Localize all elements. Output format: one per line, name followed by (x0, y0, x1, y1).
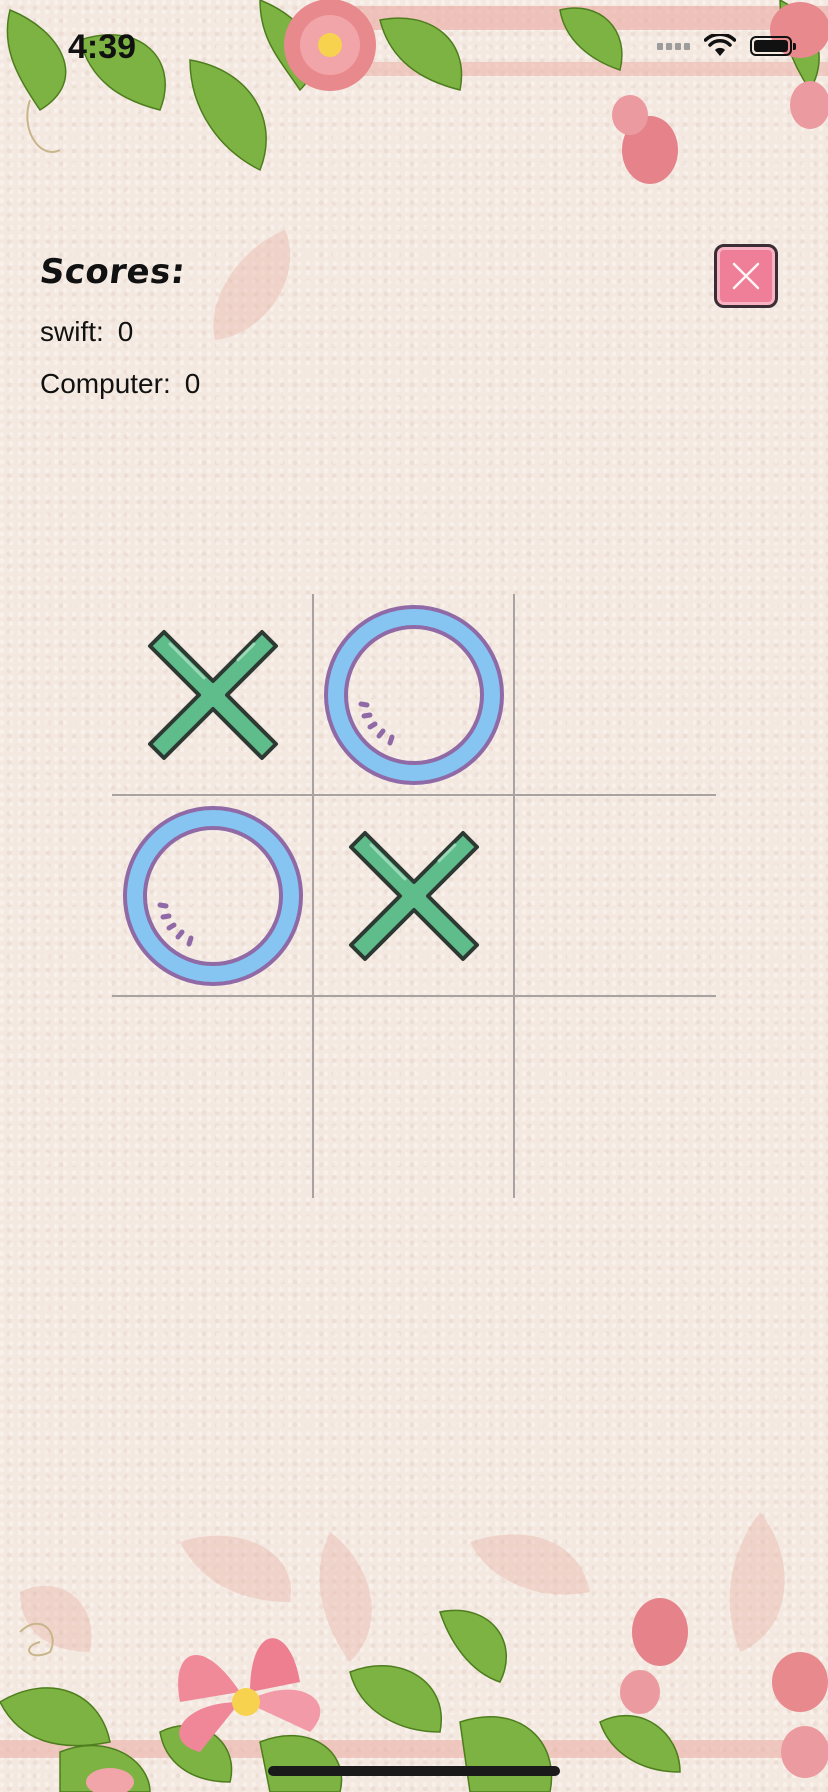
board-cell-1-2[interactable] (313, 594, 514, 795)
grid-line (112, 995, 716, 997)
grid-line (312, 594, 314, 1198)
o-mark-icon (323, 604, 505, 786)
board-cell-2-3[interactable] (514, 795, 715, 996)
board-cell-3-2[interactable] (313, 996, 514, 1197)
board-cell-3-1[interactable] (112, 996, 313, 1197)
battery-icon (750, 36, 796, 56)
x-mark-icon (142, 624, 284, 766)
board-cell-1-1[interactable] (112, 594, 313, 795)
grid-line (112, 794, 716, 796)
scores-title: Scores: (37, 252, 188, 292)
floral-border-bottom (0, 1512, 828, 1792)
background-leaf (213, 230, 291, 340)
wifi-icon (704, 34, 736, 56)
board-cell-1-3[interactable] (514, 594, 715, 795)
close-icon (732, 262, 760, 290)
computer-score-row: Computer: 0 (40, 368, 200, 400)
board-cell-2-1[interactable] (112, 795, 313, 996)
player-score-row: swift: 0 (40, 316, 133, 348)
status-time: 4:39 (68, 28, 137, 66)
x-mark-icon (343, 825, 485, 967)
player-score-value: 0 (117, 316, 134, 347)
board-cell-3-3[interactable] (514, 996, 715, 1197)
grid-line (513, 594, 515, 1198)
player-score-label: swift: (40, 316, 104, 347)
cellular-signal-icon (657, 42, 690, 50)
board-cell-2-2[interactable] (313, 795, 514, 996)
home-indicator (268, 1766, 560, 1776)
computer-score-label: Computer: (40, 368, 171, 399)
status-icons (657, 34, 796, 58)
computer-score-value: 0 (184, 368, 201, 399)
close-button[interactable] (714, 244, 778, 308)
tic-tac-toe-board (112, 594, 716, 1198)
o-mark-icon (122, 805, 304, 987)
